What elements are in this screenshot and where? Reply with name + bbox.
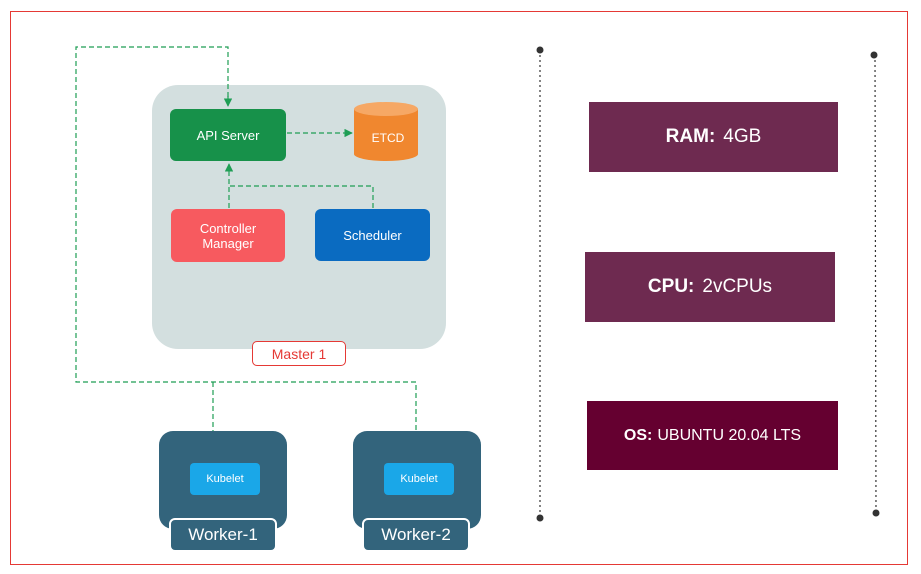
worker-1-label: Worker-1 [169, 518, 277, 552]
separator-right-bottom-dot [872, 509, 880, 517]
diagram-frame [10, 11, 908, 565]
ram-spec-key: RAM: [665, 126, 716, 147]
worker-2-kubelet: Kubelet [384, 463, 454, 495]
separator-left-top-dot [536, 46, 544, 54]
controller-manager-label: Controller Manager [199, 220, 257, 251]
controller-manager-box: Controller Manager [171, 209, 285, 262]
master-node-label: Master 1 [252, 341, 346, 366]
scheduler-label: Scheduler [343, 227, 402, 243]
worker-1-kubelet: Kubelet [190, 463, 260, 495]
os-spec-value: UBUNTU 20.04 LTS [657, 426, 802, 444]
ram-spec-box: RAM: 4GB [589, 102, 838, 172]
scheduler-box: Scheduler [315, 209, 430, 261]
cpu-spec-box: CPU: 2vCPUs [585, 252, 835, 322]
os-spec-box: OS: UBUNTU 20.04 LTS [587, 401, 838, 470]
cpu-spec-value: 2vCPUs [702, 276, 773, 297]
separator-line-right [874, 54, 877, 514]
etcd-label: ETCD [372, 131, 405, 145]
ram-spec-value: 4GB [723, 126, 762, 147]
os-spec-key: OS: [623, 426, 653, 444]
scheduler-to-api-connector [229, 185, 374, 208]
separator-right-top-dot [870, 51, 878, 59]
worker-2-label: Worker-2 [362, 518, 470, 552]
api-server-label: API Server [196, 127, 260, 143]
etcd-cylinder [354, 102, 418, 161]
separator-left-bottom-dot [536, 514, 544, 522]
loop-connector [75, 46, 417, 460]
cpu-spec-key: CPU: [647, 276, 695, 297]
api-server-box: API Server [170, 109, 286, 161]
